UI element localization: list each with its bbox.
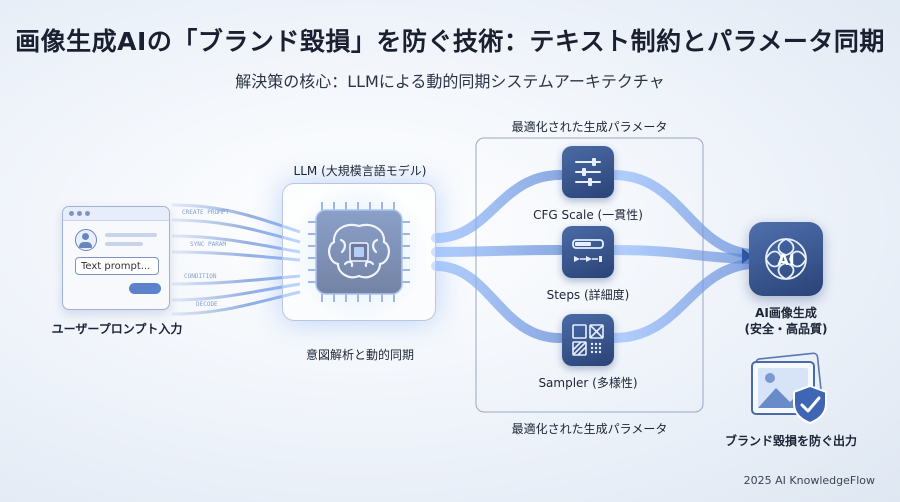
param-label-steps: Steps (詳細度) <box>546 288 630 302</box>
stream-text: DECODE <box>196 301 218 308</box>
page-subtitle: 解決策の核心：LLMによる動的同期システムアーキテクチャ <box>235 72 665 91</box>
placeholder-line <box>105 242 143 246</box>
shield-icon <box>793 384 827 425</box>
protected-image-icon <box>751 352 827 425</box>
param-group-box <box>475 137 704 413</box>
input-label: ユーザープロンプト入力 <box>51 322 183 336</box>
window-title-bar <box>63 207 169 221</box>
param-bottom-caption: 最適化された生成パラメータ <box>511 422 668 436</box>
progress-steps-icon <box>562 226 614 278</box>
sliders-icon <box>562 146 614 198</box>
window-dot-icon <box>77 211 82 216</box>
output-label-line1: AI画像生成 <box>755 306 817 320</box>
send-button[interactable] <box>129 283 161 294</box>
shield-label: ブランド毀損を防ぐ出力 <box>724 434 857 448</box>
user-prompt-window: Text prompt... <box>62 206 170 310</box>
stream-text: SYNC PARAM <box>190 241 227 248</box>
stream-text: CONDITION <box>184 273 217 280</box>
flow-arrowheads <box>742 248 752 264</box>
sampler-grid-icon <box>562 314 614 366</box>
window-dot-icon <box>69 211 74 216</box>
brain-chip-icon <box>308 202 410 302</box>
param-top-caption: 最適化された生成パラメータ <box>511 120 668 134</box>
text-prompt-input[interactable]: Text prompt... <box>75 257 159 275</box>
output-label-line2: (安全・高品質) <box>744 322 828 336</box>
footer-credit: 2025 AI KnowledgeFlow <box>743 474 875 487</box>
llm-caption: 意図解析と動的同期 <box>305 348 414 362</box>
ai-icon-text: AI <box>777 251 794 269</box>
llm-label: LLM (大規模言語モデル) <box>293 164 427 178</box>
placeholder-line <box>105 233 157 237</box>
param-label-sampler: Sampler (多様性) <box>538 376 638 390</box>
param-to-output-flows <box>609 170 755 343</box>
page-title: 画像生成AIの「ブランド毀損」を防ぐ技術：テキスト制約とパラメータ同期 <box>15 27 885 56</box>
input-data-stream <box>171 203 301 316</box>
ai-output-icon: AI <box>749 222 823 296</box>
llm-to-param-flows <box>431 170 565 343</box>
stream-text: CREATE PROMPT <box>182 209 229 216</box>
window-dot-icon <box>85 211 90 216</box>
llm-box <box>282 183 436 321</box>
user-avatar-icon <box>75 229 97 251</box>
param-label-cfg: CFG Scale (一貫性) <box>533 208 643 222</box>
